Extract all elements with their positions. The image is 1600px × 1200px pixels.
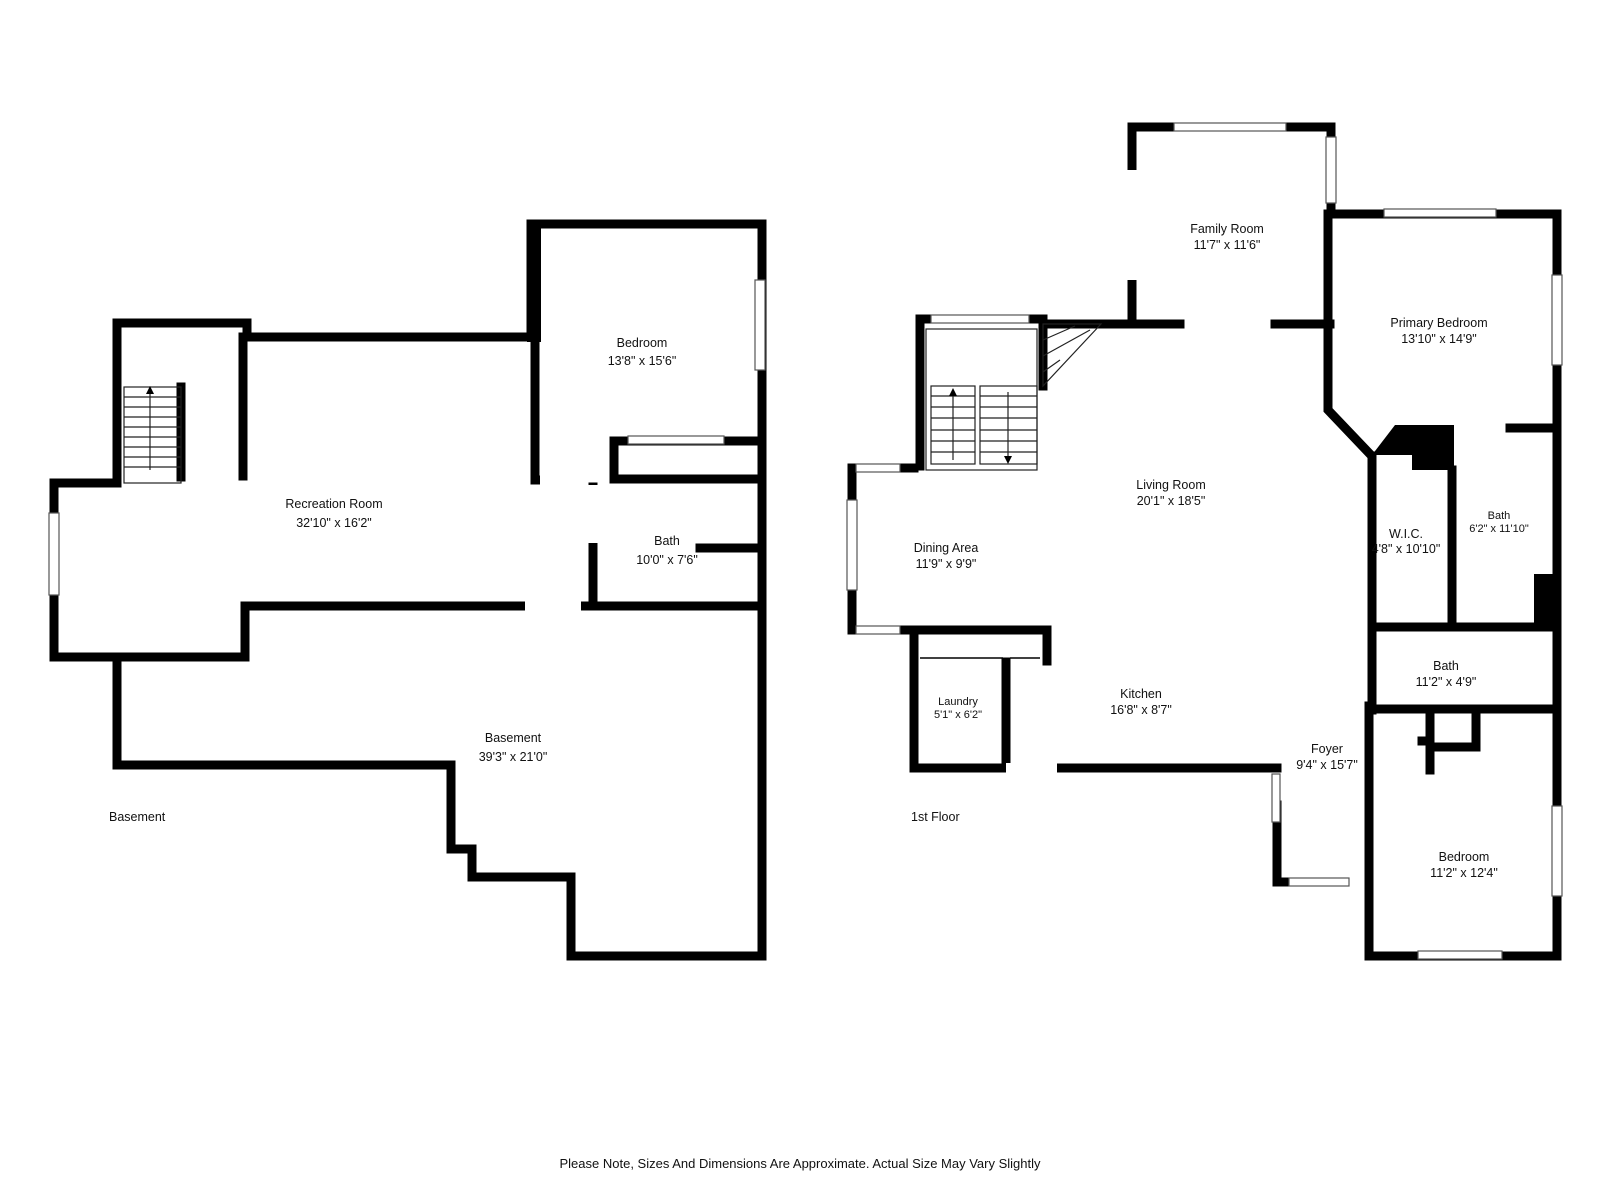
basement-walls xyxy=(49,219,767,961)
room-dimensions: 13'8" x 15'6" xyxy=(608,354,677,368)
floor-label: 1st Floor xyxy=(911,810,960,824)
basement-labels: Bedroom 13'8" x 15'6" Recreation Room 32… xyxy=(109,336,698,824)
room-dimensions: 16'8" x 8'7" xyxy=(1110,703,1172,717)
room-name: Dining Area xyxy=(914,541,979,555)
basement-plan xyxy=(48,219,767,961)
floor-label: Basement xyxy=(109,810,166,824)
room-dimensions: 11'2" x 4'9" xyxy=(1416,675,1477,689)
room-dimensions: 9'4" x 15'7" xyxy=(1296,758,1358,772)
room-name: Laundry xyxy=(938,696,978,708)
first-floor-stairs xyxy=(925,323,1103,471)
basement-windows xyxy=(48,279,766,611)
room-name: Family Room xyxy=(1190,222,1264,236)
footer-note: Please Note, Sizes And Dimensions Are Ap… xyxy=(559,1156,1041,1171)
room-name: Bath xyxy=(1488,510,1511,522)
room-name: Bedroom xyxy=(617,336,668,350)
room-dimensions: 10'0" x 7'6" xyxy=(636,553,698,567)
room-name: Living Room xyxy=(1136,478,1205,492)
room-name: Recreation Room xyxy=(285,497,382,511)
room-dimensions: 39'3" x 21'0" xyxy=(479,750,548,764)
room-name: Kitchen xyxy=(1120,687,1162,701)
room-dimensions: 32'10" x 16'2" xyxy=(296,516,372,530)
room-dimensions: 20'1" x 18'5" xyxy=(1137,494,1206,508)
room-name: Foyer xyxy=(1311,742,1343,756)
first-floor-plan xyxy=(846,122,1563,961)
room-name: Bath xyxy=(1433,659,1459,673)
room-name: Primary Bedroom xyxy=(1390,316,1487,330)
room-dimensions: 11'7" x 11'6" xyxy=(1194,238,1261,252)
room-name: Basement xyxy=(485,731,542,745)
room-dimensions: 11'2" x 12'4" xyxy=(1430,866,1498,880)
room-name: Bedroom xyxy=(1439,850,1490,864)
room-name: W.I.C. xyxy=(1389,527,1423,541)
room-dimensions: 13'10" x 14'9" xyxy=(1401,332,1477,346)
first-floor-windows xyxy=(846,122,1563,960)
basement-stairs xyxy=(123,386,182,484)
room-dimensions: 11'9" x 9'9" xyxy=(916,557,977,571)
room-dimensions: 5'1" x 6'2" xyxy=(934,709,982,721)
room-name: Bath xyxy=(654,534,680,548)
first-floor-labels: Family Room 11'7" x 11'6" Primary Bedroo… xyxy=(911,222,1529,880)
room-dimensions: 4'8" x 10'10" xyxy=(1372,542,1441,556)
room-dimensions: 6'2" x 11'10" xyxy=(1469,523,1529,535)
